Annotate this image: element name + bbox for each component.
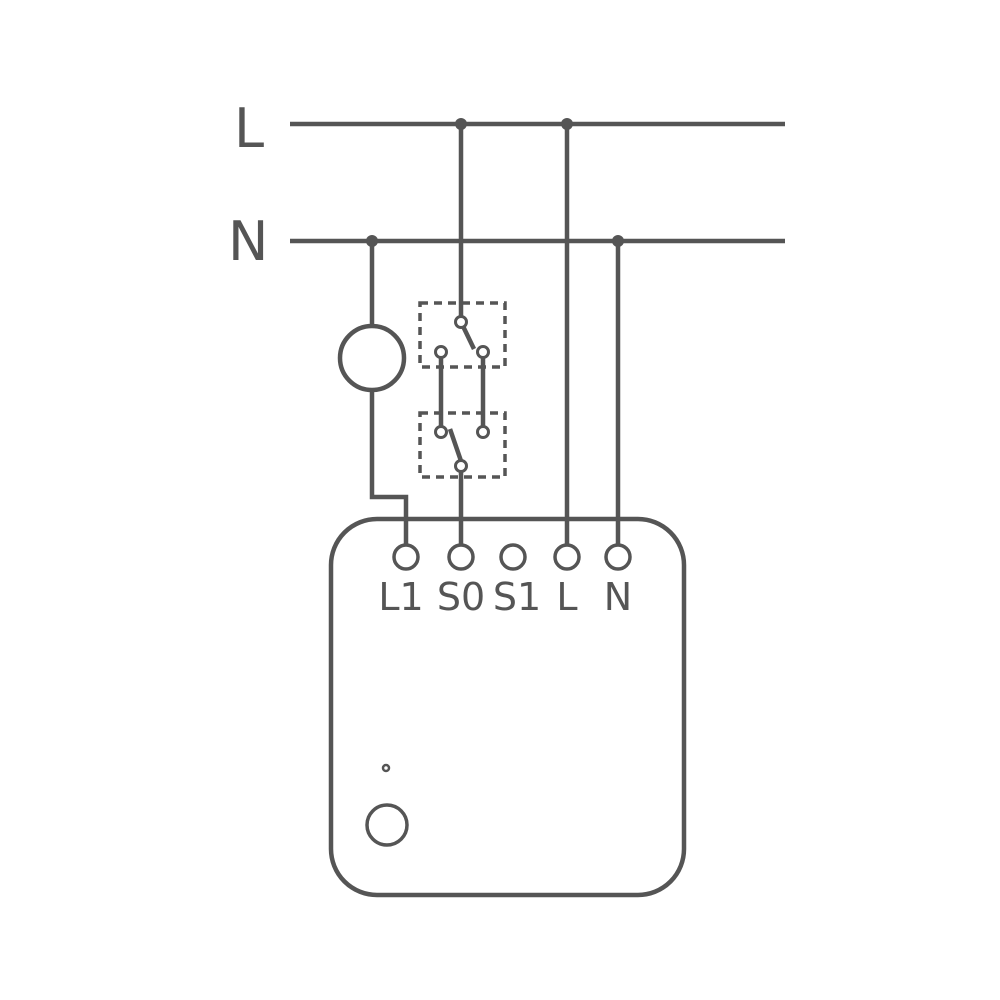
two-way-switch-icon [418, 411, 507, 479]
terminal-l1 [392, 543, 420, 571]
wire-load-to-l1 [369, 390, 409, 545]
terminal-s1 [499, 543, 527, 571]
two-way-switch-icon [418, 301, 507, 369]
terminal-label-l: L [556, 575, 577, 619]
reset-button-icon[interactable] [365, 803, 409, 847]
bus-label-live: L [234, 97, 264, 160]
led-indicator-icon [381, 763, 391, 773]
terminal-label-s1: S1 [493, 575, 541, 619]
bus-label-neutral: N [228, 210, 268, 273]
terminal-l [553, 543, 581, 571]
terminal-label-n: N [604, 575, 632, 619]
terminal-label-l1: L1 [378, 575, 423, 619]
terminal-label-s0: S0 [437, 575, 485, 619]
module-body [328, 516, 687, 898]
terminal-s0 [447, 543, 475, 571]
terminal-n [604, 543, 632, 571]
lamp-icon [337, 323, 407, 393]
